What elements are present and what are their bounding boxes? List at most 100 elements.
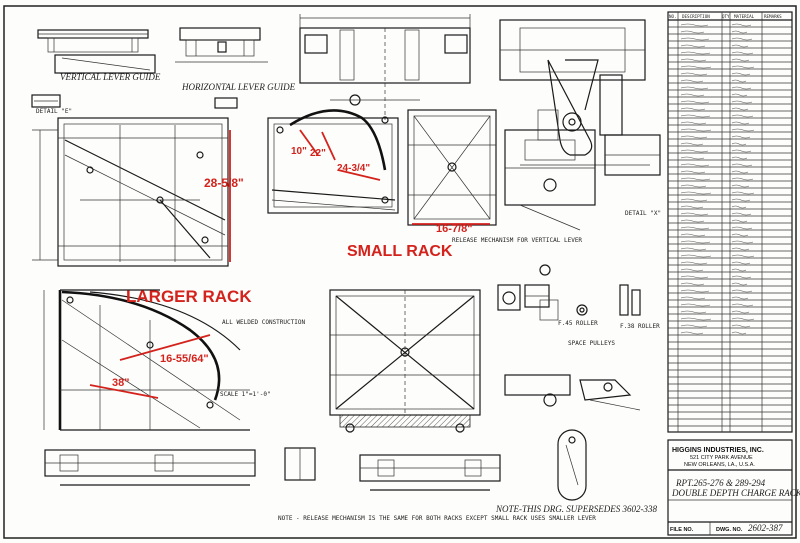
small-rack-elevation: 10" 22" 24-3/4" [267, 109, 399, 214]
bom-entry-scribble [680, 303, 711, 307]
bom-entry-scribble [731, 121, 750, 125]
bom-entry-scribble [731, 191, 755, 195]
bom-entry-scribble [680, 128, 712, 132]
bom-entry-scribble [680, 93, 705, 97]
horizontal-lever-guide-title: HORIZONTAL LEVER GUIDE [181, 82, 296, 92]
bom-entry-scribble [731, 205, 747, 209]
company-address-1: 521 CITY PARK AVENUE [690, 455, 753, 461]
bom-entry-scribble [680, 240, 711, 244]
bottom-lever-views: NOTE - RELEASE MECHANISM IS THE SAME FOR… [44, 429, 657, 522]
bom-entry-scribble [731, 128, 755, 132]
large-rack-cradle-curve [61, 290, 221, 401]
bom-entry-scribble [680, 44, 706, 48]
bom-entry-scribble [680, 114, 711, 118]
bom-entry-scribble [680, 149, 709, 153]
bom-entry-scribble [680, 289, 710, 293]
bom-entry-scribble [680, 163, 710, 167]
supersedes-note: NOTE-THIS DRG. SUPERSEDES 3602-338 [495, 504, 657, 514]
bom-entry-scribble [680, 135, 708, 139]
bom-entry-scribble [731, 30, 748, 34]
bom-entry-scribble [680, 107, 706, 111]
company-address-2: NEW ORLEANS, LA., U.S.A. [684, 462, 755, 468]
bom-entry-scribble [731, 170, 749, 174]
bom-entry-scribble [680, 51, 711, 55]
bom-entry-scribble [680, 282, 705, 286]
bom-entry-scribble [731, 254, 755, 258]
bom-entry-scribble [680, 86, 709, 90]
bom-entry-scribble [680, 275, 709, 279]
release-mechanism-note: NOTE - RELEASE MECHANISM IS THE SAME FOR… [278, 515, 596, 522]
bom-entry-scribble [680, 212, 709, 216]
bom-entry-scribble [680, 177, 711, 181]
bom-entry-scribble [731, 156, 748, 160]
bom-entry-scribble [680, 268, 704, 272]
bom-entry-scribble [731, 107, 749, 111]
bom-entry-scribble [731, 296, 749, 300]
release-mechanism-caption: RELEASE MECHANISM FOR VERTICAL LEVER [452, 237, 582, 244]
bom-entry-scribble [731, 331, 747, 335]
bom-entry-scribble [680, 142, 704, 146]
bom-header-remarks: REMARKS [764, 14, 782, 19]
release-detail-view: DETAIL "X" [499, 19, 661, 217]
bom-entry-scribble [731, 149, 752, 153]
bom-entry-scribble [680, 121, 707, 125]
bom-entry-scribble [731, 86, 752, 90]
bom-header-no: NO. [669, 14, 677, 19]
bom-entry-scribble [680, 156, 705, 160]
bom-entry-scribble [680, 79, 704, 83]
bom-entry-scribble [680, 324, 708, 328]
bom-entry-scribble [731, 72, 751, 76]
detail-x-label: DETAIL "X" [625, 210, 661, 217]
bom-entry-scribble [731, 51, 754, 55]
file-no-label: FILE NO. [670, 527, 694, 533]
bom-entry-scribble [731, 23, 752, 27]
bom-entry-scribble [731, 233, 749, 237]
bom-entry-scribble [680, 65, 712, 69]
dim-16-55-64: 16-55/64" [160, 353, 209, 365]
bom-entry-scribble [680, 205, 704, 209]
scale-note: SCALE 1"=1'-0" [220, 391, 271, 398]
large-rack-elevation: 28-5/8" [32, 117, 244, 267]
drawing-title: DOUBLE DEPTH CHARGE RACKS [671, 488, 800, 498]
dim-38: 38" [112, 377, 129, 389]
bom-entry-scribble [731, 163, 753, 167]
bom-entry-scribble [731, 142, 747, 146]
bom-entry-scribble [731, 114, 754, 118]
bom-entry-scribble [680, 58, 707, 62]
all-welded-note: ALL WELDED CONSTRUCTION [222, 319, 305, 326]
bom-entry-scribble [731, 303, 754, 307]
dim-22: 22" [310, 148, 326, 159]
bom-entry-scribble [731, 240, 754, 244]
bom-entry-scribble [731, 184, 750, 188]
bom-entry-scribble [731, 324, 751, 328]
top-plan-view [299, 14, 471, 124]
bom-entry-scribble [731, 219, 748, 223]
bom-entry-scribble [680, 261, 708, 265]
bom-entry-scribble [680, 72, 708, 76]
bom-entry-scribble [680, 310, 707, 314]
dwg-no-value: 2602-387 [748, 523, 783, 533]
bom-entry-scribble [731, 282, 748, 286]
dim-16-7-8: 16-7/8" [436, 223, 472, 235]
bom-header-qty: QTY [722, 14, 730, 19]
dwg-no-label: DWG. NO. [716, 527, 743, 533]
bom-entry-scribble [680, 191, 712, 195]
dim-28-5-8: 28-5/8" [204, 176, 244, 190]
bom-header-description: DESCRIPTION [682, 14, 710, 19]
title-block: HIGGINS INDUSTRIES, INC. 521 CITY PARK A… [667, 439, 800, 536]
company-name: HIGGINS INDUSTRIES, INC. [672, 447, 764, 454]
release-handle-detail [557, 429, 587, 501]
bom-entry-scribble [680, 30, 705, 34]
small-rack-label: SMALL RACK [347, 243, 453, 260]
bom-entry-scribble [731, 37, 753, 41]
bom-entry-scribble [680, 37, 710, 41]
small-parts-details: F.45 ROLLER SPACE PULLEYS F.38 ROLLER [497, 264, 660, 411]
large-rack-end-view [329, 289, 481, 433]
dim-24-3-4: 24-3/4" [337, 163, 370, 174]
bom-entry-scribble [680, 317, 712, 321]
bom-entry-scribble [680, 254, 712, 258]
bom-entry-scribble [731, 65, 755, 69]
bom-entry-scribble [731, 93, 748, 97]
bom-entry-scribble [731, 226, 753, 230]
